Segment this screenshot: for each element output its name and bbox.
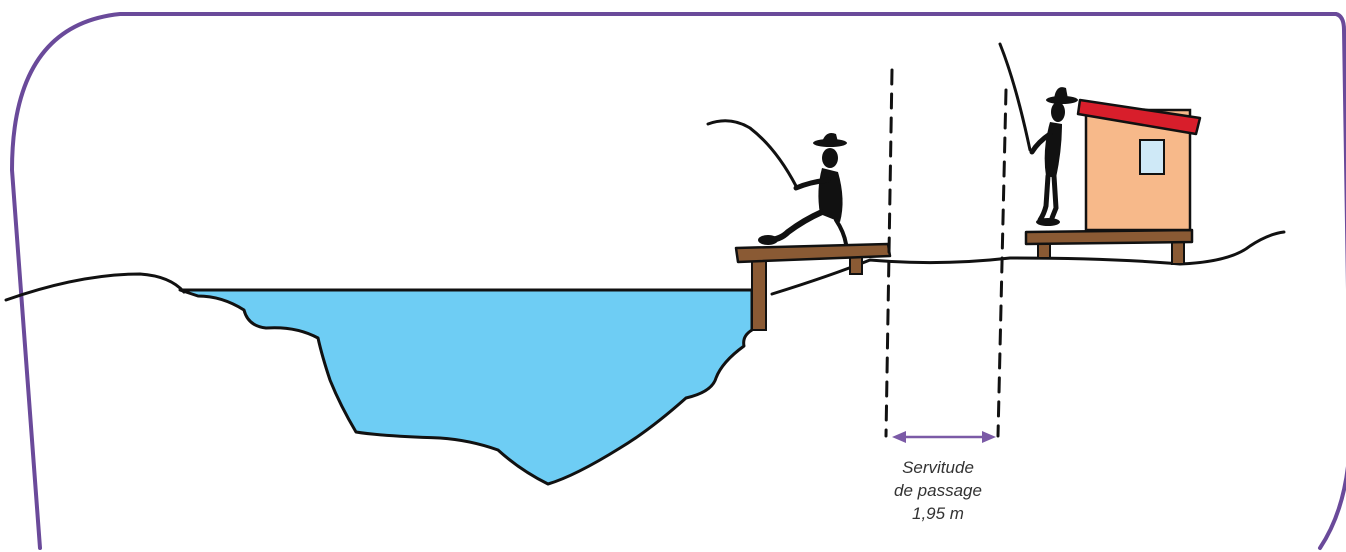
- caption-line-3: 1,95 m: [912, 504, 964, 523]
- easement-boundary-right: [996, 88, 1008, 438]
- fisherman-sitting-icon: [706, 119, 848, 246]
- easement-caption: Servitude de passage 1,95 m: [878, 456, 998, 525]
- right-dock: [1024, 228, 1194, 265]
- frame-border: [9, 12, 1346, 550]
- cabin-icon: [1076, 98, 1202, 232]
- caption-line-2: de passage: [894, 481, 982, 500]
- water-body: [178, 288, 754, 486]
- fisherman-standing-icon: [998, 42, 1078, 226]
- left-dock: [734, 242, 892, 331]
- easement-width-arrow: [892, 431, 996, 443]
- ground-left: [4, 272, 186, 302]
- easement-boundary-left: [884, 68, 894, 438]
- caption-line-1: Servitude: [902, 458, 974, 477]
